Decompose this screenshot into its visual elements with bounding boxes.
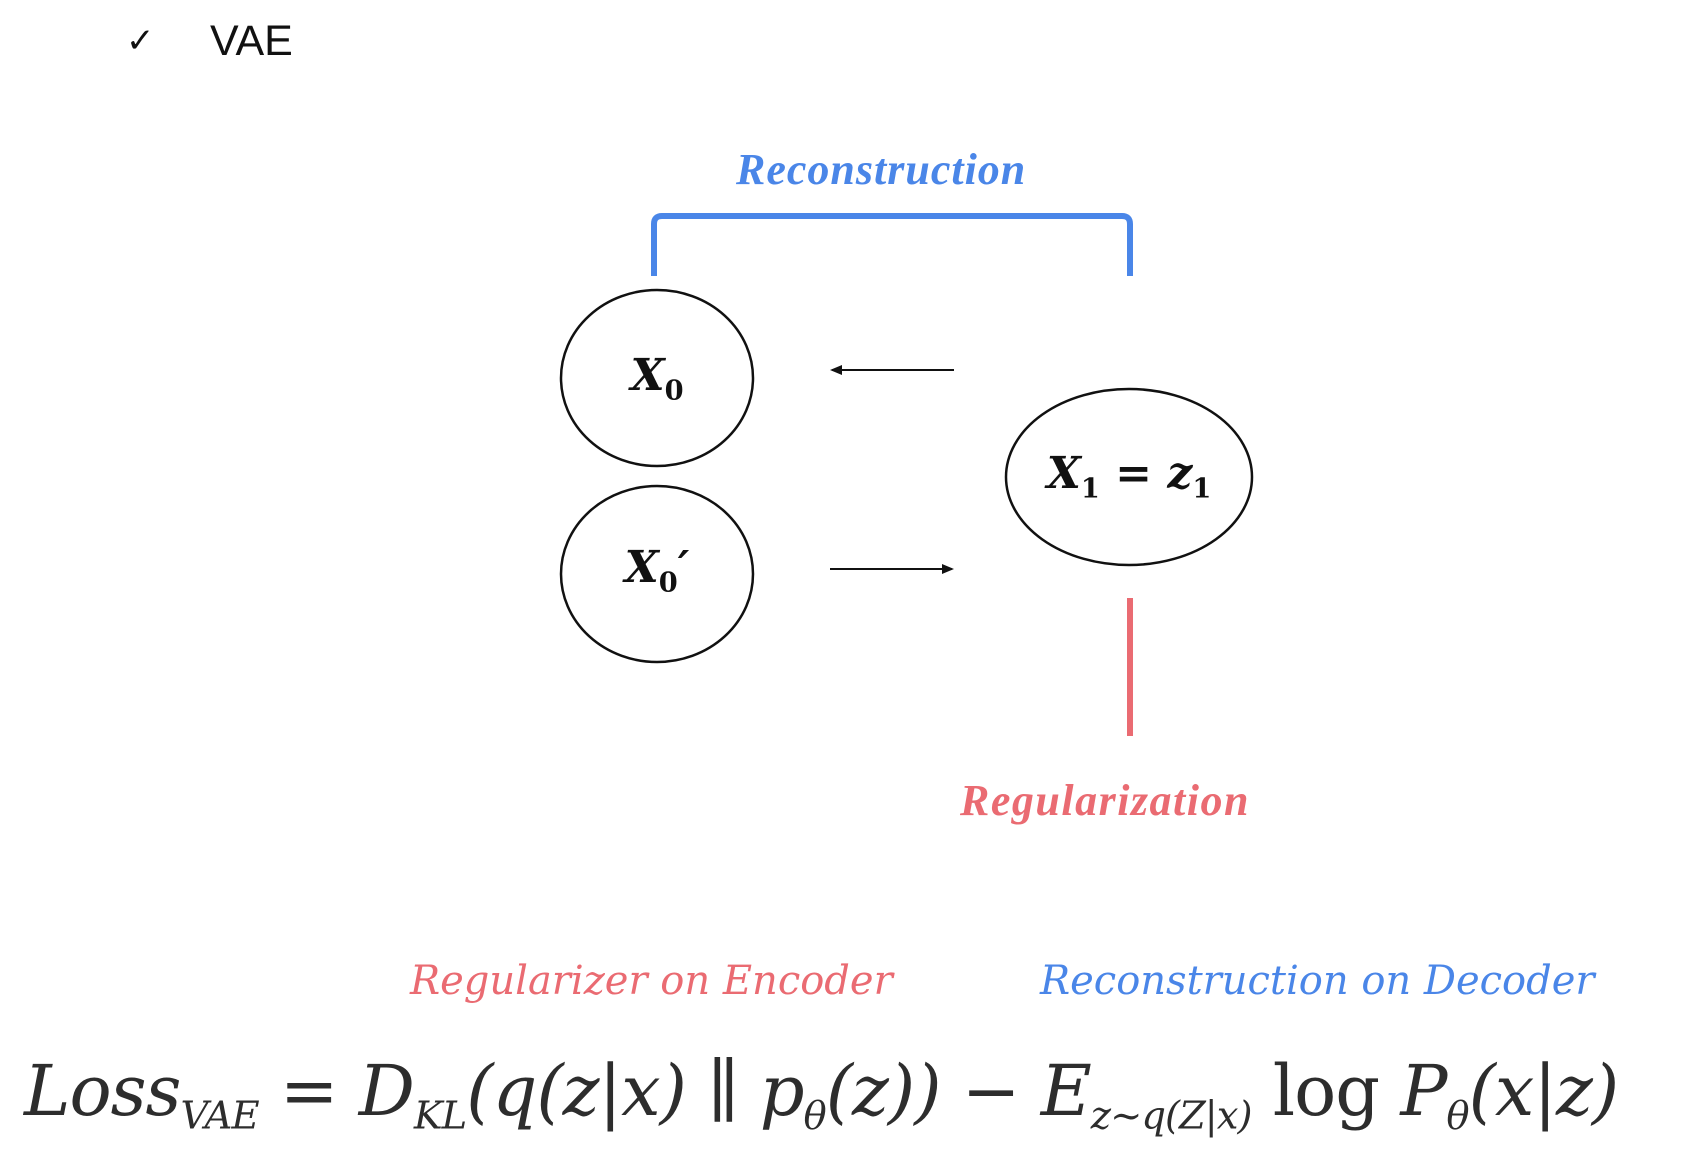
eq-theta-sub: θ	[803, 1093, 827, 1139]
node-x0-prime-mark: ′	[677, 542, 690, 593]
eq-loss-sub: VAE	[180, 1093, 259, 1139]
node-x1-ellipse	[1004, 387, 1254, 567]
node-x0-ellipse	[559, 288, 755, 468]
eq-p-sub: θ	[1446, 1093, 1469, 1139]
regularization-label: Regularization	[960, 776, 1250, 825]
node-x0-base: X	[630, 350, 665, 401]
eq-log: log	[1251, 1050, 1401, 1132]
reconstruction-bracket	[651, 213, 1133, 276]
header-row: ✓ VAE	[126, 14, 293, 68]
loss-equation: LossVAE = DKL(q(z|x) ∥ pθ(z)) − Ez~q(Z|x…	[24, 1050, 1620, 1139]
eq-loss: Loss	[24, 1050, 181, 1132]
eq-kl-end: (z)) − E	[825, 1050, 1092, 1132]
eq-equals-d: = D	[258, 1050, 415, 1132]
eq-dkl-sub: KL	[413, 1093, 467, 1139]
eq-kl-body: (q(z|x) ∥ p	[466, 1050, 804, 1132]
eq-p: P	[1400, 1050, 1447, 1132]
node-x1-base: X	[1046, 448, 1081, 499]
node-x1-sub: 1	[1080, 472, 1100, 505]
eq-p-body: (x|z)	[1468, 1050, 1620, 1132]
node-x0-prime-label: X0′	[560, 542, 754, 599]
node-x0-prime-sub: 0	[658, 566, 678, 599]
node-x1-middle: = z	[1099, 448, 1193, 499]
node-x0-label: X0	[560, 350, 754, 407]
slide-title: VAE	[210, 16, 293, 65]
node-x1-label: X1 = z1	[1004, 448, 1254, 505]
node-x0-sub: 0	[664, 374, 684, 407]
eq-expectation-sub: z~q(Z|x)	[1090, 1093, 1253, 1139]
reconstruction-annotation: Reconstruction on Decoder	[1040, 958, 1595, 1004]
checkmark-icon: ✓	[126, 21, 155, 61]
regularizer-annotation: Regularizer on Encoder	[410, 958, 893, 1004]
node-x0-prime-ellipse	[559, 484, 755, 664]
node-x0-prime-base: X	[624, 542, 659, 593]
reconstruction-label: Reconstruction	[736, 145, 1027, 194]
node-x1-sub2: 1	[1192, 472, 1212, 505]
